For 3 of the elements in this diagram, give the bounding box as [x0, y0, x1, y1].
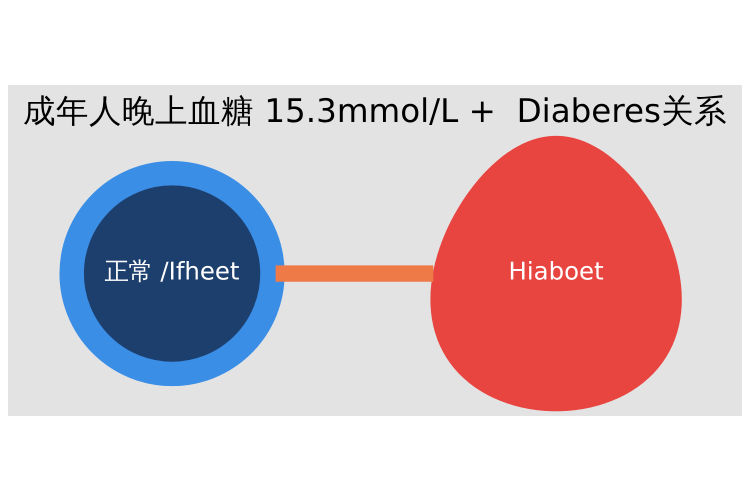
- connector: [276, 264, 434, 282]
- diagram-title: 成年人晚上血糖 15.3mmol/L + Diaberes关系: [23, 91, 727, 130]
- node-circle: 正常 /Ifheet: [59, 160, 285, 386]
